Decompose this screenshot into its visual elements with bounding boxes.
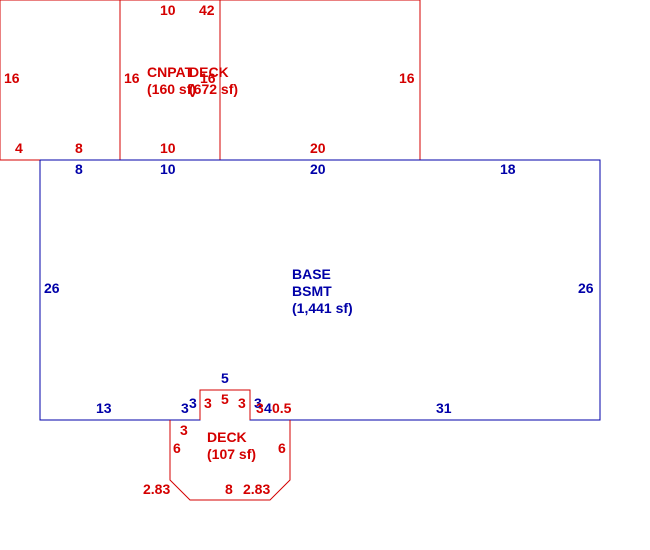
deck-bottom-notch	[199, 389, 251, 420]
deck-bot-small-r-dim: 3	[238, 395, 246, 411]
deck-bottom-outline	[169, 420, 291, 501]
base-left-dim: 26	[44, 280, 60, 296]
cnpat-left-dim: 16	[124, 70, 140, 86]
base-notch-left-dim: 3	[189, 395, 197, 411]
base-notch-bottom-dim: 4	[264, 400, 272, 416]
cnpat-top-dim: 10	[160, 2, 176, 18]
base-bottom-c-dim: 31	[436, 400, 452, 416]
base-notch-top-dim: 5	[221, 370, 229, 386]
deck-top-name: DECK	[189, 64, 229, 80]
base-area: (1,441 sf)	[292, 300, 353, 316]
deck-bot-top-dim: 5	[221, 391, 229, 407]
deck-bot-small-r2-dim: 3	[256, 400, 264, 416]
base-top-b-dim: 10	[160, 161, 176, 177]
deck-top-mid-dim: 16	[200, 70, 216, 86]
deck-bot-left-small-dim: 3	[180, 422, 188, 438]
deck-top-right-dim: 16	[399, 70, 415, 86]
base-top-d-dim: 18	[500, 161, 516, 177]
deck-bot-diag-r-dim: 2.83	[243, 481, 270, 497]
deck-bot-diag-l-dim: 2.83	[143, 481, 170, 497]
base-name-2: BSMT	[292, 283, 332, 299]
canopy-name: CNPAT	[147, 64, 194, 80]
deck-bot-small-l-dim: 3	[204, 395, 212, 411]
base-notch-right-dim: 3	[254, 395, 262, 411]
cnpat-bottom-dim: 10	[160, 140, 176, 156]
deck-top-area: (672 sf)	[189, 81, 238, 97]
base-bottom-a-dim: 13	[96, 400, 112, 416]
canopy-area: (160 sf)	[147, 81, 196, 97]
deck-bot-right-dim: 6	[278, 440, 286, 456]
deck-top-top-dim: 42	[199, 2, 215, 18]
deck-bot-bottom-dim: 8	[225, 481, 233, 497]
deck-top-bottom-b-dim: 8	[75, 140, 83, 156]
base-right-dim: 26	[578, 280, 594, 296]
deck-bot-left-dim: 6	[173, 440, 181, 456]
deck-top-bottom-c-dim: 20	[310, 140, 326, 156]
base-bottom-b-dim: 3	[181, 400, 189, 416]
deck-bot-name: DECK	[207, 429, 247, 445]
base-top-a-dim: 8	[75, 161, 83, 177]
deck-bot-area: (107 sf)	[207, 446, 256, 462]
base-top-c-dim: 20	[310, 161, 326, 177]
deck-top-bottom-a-dim: 4	[15, 140, 23, 156]
deck-top-left-dim: 16	[4, 70, 20, 86]
base-name-1: BASE	[292, 266, 331, 282]
deck-bot-right-top-dim: 0.5	[272, 400, 292, 416]
